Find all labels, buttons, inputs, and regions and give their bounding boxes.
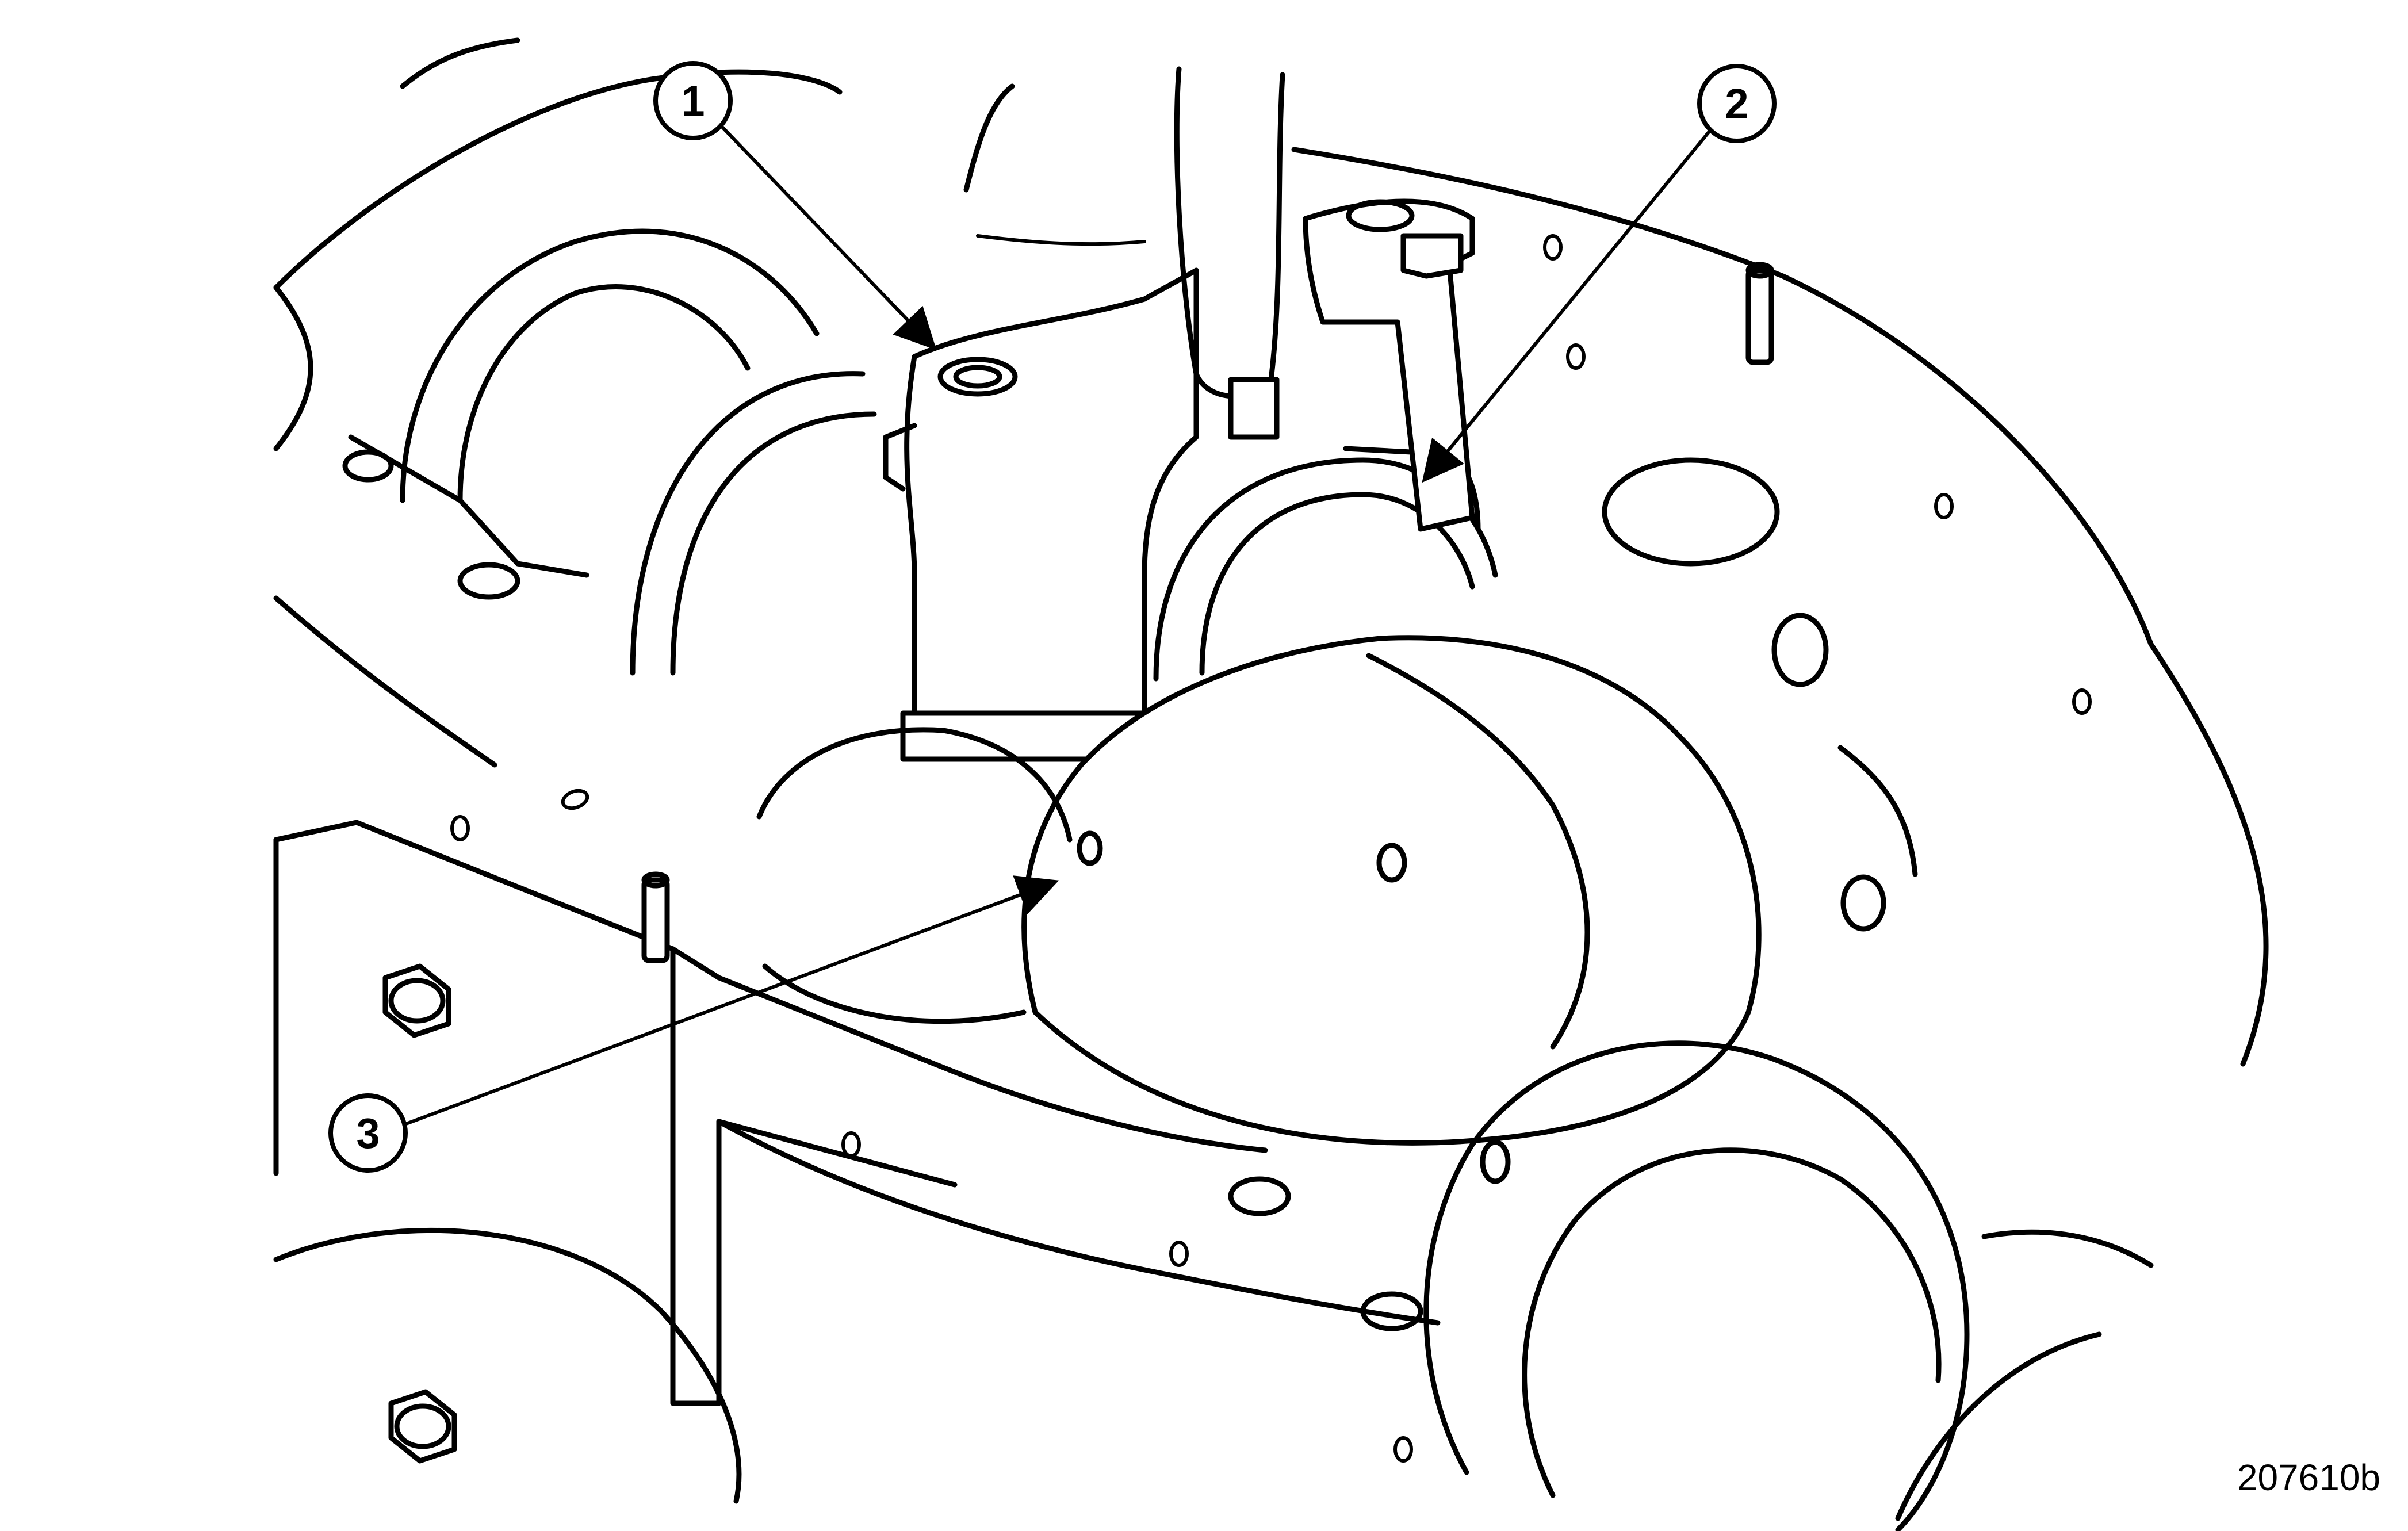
left-main-bearing-saddle bbox=[348, 228, 820, 810]
right-bearing-cap bbox=[1303, 198, 1475, 532]
technician-finger bbox=[963, 66, 1285, 440]
hex-bolt-upper bbox=[382, 963, 451, 1038]
callout-2: 2 bbox=[1697, 64, 1777, 143]
crankshaft-counterweight bbox=[1021, 635, 1762, 1146]
block-plugs bbox=[450, 234, 2092, 1463]
front-crank-pulley bbox=[1423, 1040, 2154, 1531]
callout-3: 3 bbox=[328, 1093, 408, 1173]
hex-bolt-lower bbox=[388, 1389, 457, 1464]
callout-leaders bbox=[396, 125, 1713, 1129]
engine-block-outline bbox=[273, 37, 2269, 1504]
oil-pan-rail bbox=[273, 820, 1441, 1406]
callout-1: 1 bbox=[653, 61, 733, 140]
figure-id: 207610b bbox=[2237, 1457, 2380, 1498]
callout-2-label: 2 bbox=[1725, 80, 1748, 128]
right-block-bosses bbox=[342, 449, 1918, 1331]
crank-journal bbox=[756, 727, 1103, 1024]
dowel-pin-right bbox=[1745, 262, 1774, 365]
dowel-pin-left bbox=[641, 871, 670, 963]
callout-3-label: 3 bbox=[356, 1109, 380, 1157]
callout-1-label: 1 bbox=[681, 77, 705, 125]
